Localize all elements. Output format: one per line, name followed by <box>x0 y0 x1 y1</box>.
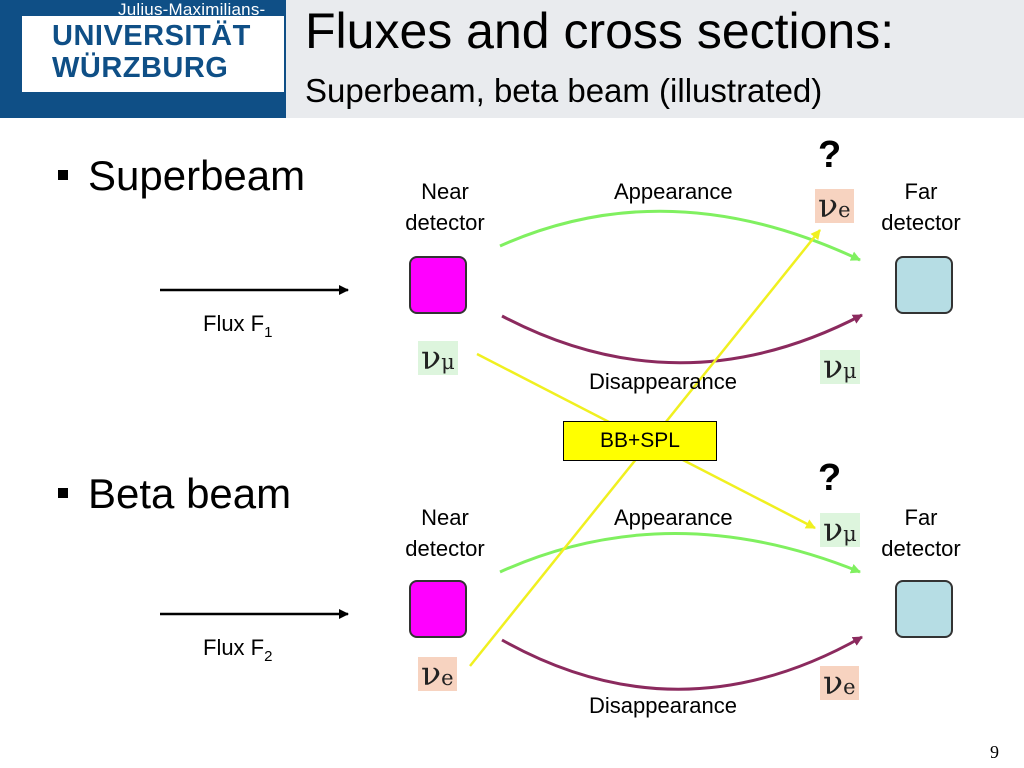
superbeam-question-mark: ? <box>818 134 842 176</box>
superbeam-disappearance-label: Disappearance <box>589 369 737 394</box>
betabeam-flux-label: Flux F2 <box>203 635 273 665</box>
superbeam-far-nu-e: νe <box>815 189 854 223</box>
bullet-square-icon <box>58 169 68 180</box>
betabeam-disappearance-label: Disappearance <box>589 693 737 718</box>
superbeam-appearance-label: Appearance <box>614 179 733 204</box>
bullet-superbeam: Superbeam <box>58 152 305 200</box>
bullet-beta-beam: Beta beam <box>58 470 291 518</box>
betabeam-near-nu-e: νe <box>418 657 457 691</box>
logo-line-1: UNIVERSITÄT <box>52 20 251 52</box>
bullet-superbeam-text: Superbeam <box>88 152 306 199</box>
slide-header: Julius-Maximilians- UNIVERSITÄT WÜRZBURG… <box>0 0 1024 118</box>
slide-title: Fluxes and cross sections: <box>305 3 895 59</box>
superbeam-disappearance-arrow <box>501 313 863 365</box>
superbeam-far-detector <box>895 256 953 314</box>
betabeam-disappearance-arrow <box>501 635 863 691</box>
betabeam-question-mark: ? <box>818 457 842 499</box>
betabeam-appearance-arrow <box>499 532 861 574</box>
bullet-square-icon <box>58 487 68 498</box>
page-number: 9 <box>990 742 999 762</box>
logo-line-2: WÜRZBURG <box>52 52 229 84</box>
logo-top-text: Julius-Maximilians- <box>118 0 266 19</box>
slide-subtitle: Superbeam, beta beam (illustrated) <box>305 72 823 109</box>
betabeam-appearance-label: Appearance <box>614 505 733 530</box>
betabeam-near-detector <box>409 580 467 638</box>
bullet-beta-beam-text: Beta beam <box>88 470 292 517</box>
betabeam-far-nu-e: νe <box>820 666 859 700</box>
logo-white-box <box>22 16 284 92</box>
superbeam-flux-label: Flux F1 <box>203 311 273 341</box>
superbeam-near-detector <box>409 256 467 314</box>
bb-spl-label: BB+SPL <box>563 421 717 461</box>
superbeam-appearance-arrow <box>499 209 861 262</box>
betabeam-far-nu-mu: νμ <box>820 513 860 547</box>
university-logo: Julius-Maximilians- UNIVERSITÄT WÜRZBURG <box>0 0 286 118</box>
superbeam-far-nu-mu: νμ <box>820 350 860 384</box>
betabeam-far-detector <box>895 580 953 638</box>
superbeam-near-nu-mu: νμ <box>418 341 458 375</box>
